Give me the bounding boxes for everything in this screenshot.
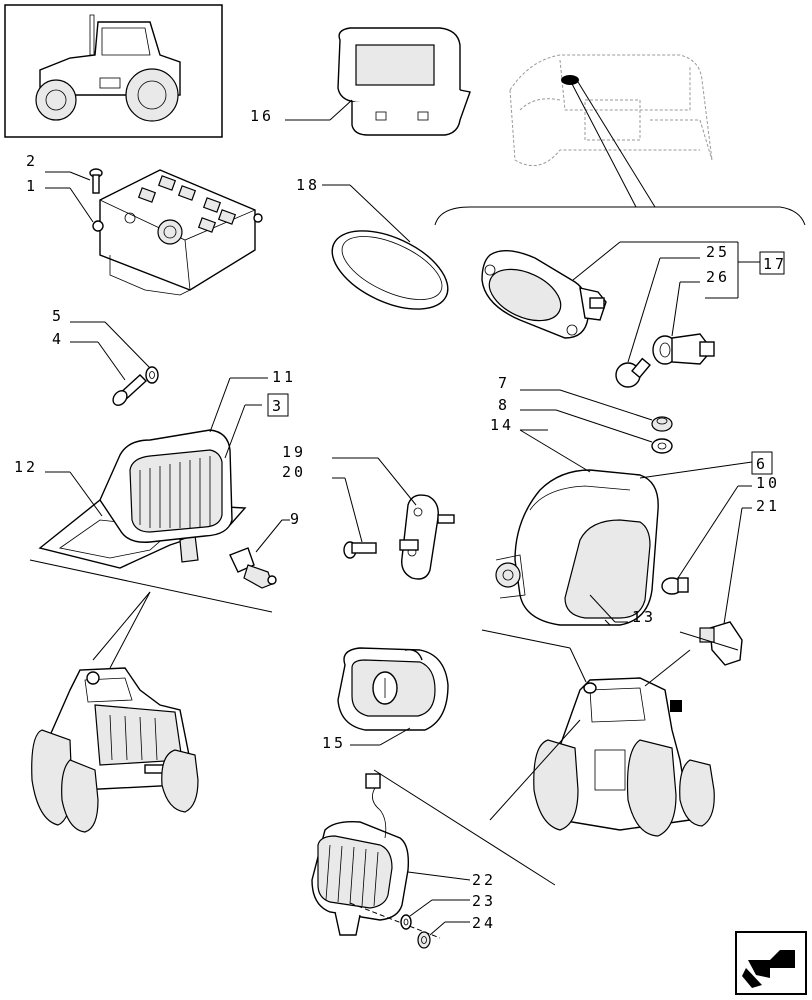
part-9-connector <box>229 547 277 589</box>
callout-22: 22 <box>472 871 496 889</box>
callout-7: 7 <box>498 374 510 392</box>
callout-13: 13 <box>632 608 656 626</box>
callout-2: 2 <box>26 152 38 170</box>
part-20-screw <box>343 541 377 559</box>
part-15-oval-switch <box>337 647 449 731</box>
callout-20: 20 <box>282 463 306 481</box>
callout-9: 9 <box>290 510 302 528</box>
part-16-switch-housing <box>337 27 471 136</box>
part-11-work-lamp <box>99 429 233 543</box>
part-25-bulb <box>615 357 651 388</box>
part-5-washer <box>145 366 159 384</box>
part-2-screw <box>89 168 103 194</box>
tractor-rear-view <box>533 677 715 837</box>
cab-roof-ghost <box>509 54 713 208</box>
part-26-bulb-holder <box>652 333 715 365</box>
part-4-bolt <box>112 374 148 406</box>
callout-14: 14 <box>490 416 514 434</box>
callout-5: 5 <box>52 307 64 325</box>
part-22-work-lamp <box>311 773 410 936</box>
callout-21: 21 <box>756 497 780 515</box>
part-17-interior-lamp <box>481 250 607 339</box>
callout-25: 25 <box>706 243 730 261</box>
next-page-arrow-icon[interactable] <box>735 931 807 995</box>
part-18-oval-lens <box>331 230 449 310</box>
callout-6: 6 <box>756 455 768 473</box>
callout-12: 12 <box>14 458 38 476</box>
tractor-front-view <box>31 667 199 833</box>
callout-8: 8 <box>498 396 510 414</box>
part-24-nut <box>417 931 431 949</box>
part-13-lamp-lens <box>564 519 651 619</box>
callout-16: 16 <box>250 107 274 125</box>
part-1-control-panel <box>92 169 263 296</box>
callout-10: 10 <box>756 474 780 492</box>
callout-24: 24 <box>472 914 496 932</box>
part-8-washer <box>651 438 673 454</box>
part-21-connector <box>699 621 743 666</box>
part-19-mounting-plate <box>399 494 455 580</box>
callout-19: 19 <box>282 443 306 461</box>
callout-15: 15 <box>322 734 346 752</box>
part-10-bulb-socket <box>661 577 689 595</box>
part-7-grommet <box>651 416 673 432</box>
callout-11: 11 <box>272 368 296 386</box>
tractor-thumbnail-icon <box>4 4 223 138</box>
callout-18: 18 <box>296 176 320 194</box>
part-23-washer <box>400 914 412 930</box>
callout-1: 1 <box>26 177 38 195</box>
callout-4: 4 <box>52 330 64 348</box>
callout-17: 17 <box>763 255 787 273</box>
callout-26: 26 <box>706 268 730 286</box>
callout-3: 3 <box>272 397 284 415</box>
callout-23: 23 <box>472 892 496 910</box>
